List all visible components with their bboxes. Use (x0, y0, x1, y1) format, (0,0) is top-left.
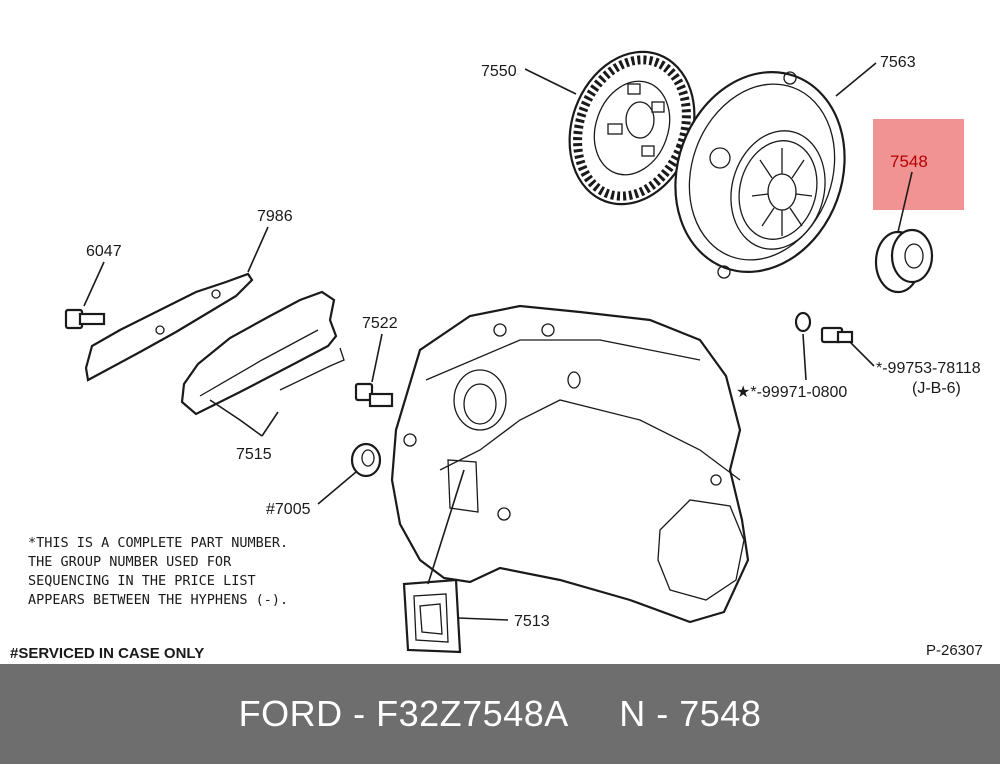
washer-99971 (794, 311, 812, 333)
callout-7005: #7005 (266, 501, 311, 518)
release-bearing-7548 (874, 228, 934, 294)
bolt-99753 (820, 326, 854, 344)
callout-7522: 7522 (362, 315, 398, 332)
callout-7513: 7513 (514, 613, 550, 630)
figure-code: P-26307 (926, 642, 983, 659)
callout-6047: 6047 (86, 243, 122, 260)
callout-99971: ★*-99971-0800 (736, 384, 847, 401)
callout-7550: 7550 (481, 63, 517, 80)
exploded-parts-diagram: 7550 7563 7548 7986 6047 7522 7515 #7005… (10, 50, 983, 662)
pressure-plate-7563 (674, 71, 846, 279)
footer-bar: FORD - F32Z7548A N - 7548 (0, 664, 1000, 764)
transmission-case (390, 304, 750, 624)
plate-7986 (84, 272, 254, 382)
note-line-2: THE GROUP NUMBER USED FOR (28, 554, 232, 570)
note-line-1: *THIS IS A COMPLETE PART NUMBER. (28, 535, 288, 551)
bolt-6047 (64, 308, 106, 330)
callout-7548: 7548 (890, 152, 928, 171)
highlight-box-7548 (873, 119, 964, 210)
part-number-caption: FORD - F32Z7548A N - 7548 (238, 693, 762, 734)
callout-7986: 7986 (257, 208, 293, 225)
boot-7513 (402, 578, 462, 654)
note-line-3: SEQUENCING IN THE PRICE LIST (28, 573, 256, 589)
callout-7563: 7563 (880, 54, 916, 71)
seal-7005 (350, 442, 382, 478)
leader-lines (83, 62, 913, 621)
service-note: #SERVICED IN CASE ONLY (10, 645, 204, 662)
callout-jb6: (J-B-6) (912, 380, 961, 397)
note-line-4: APPEARS BETWEEN THE HYPHENS (-). (28, 592, 288, 608)
stud-7522 (354, 382, 394, 408)
callout-7515: 7515 (236, 446, 272, 463)
callout-99753: *-99753-78118 (876, 360, 981, 377)
